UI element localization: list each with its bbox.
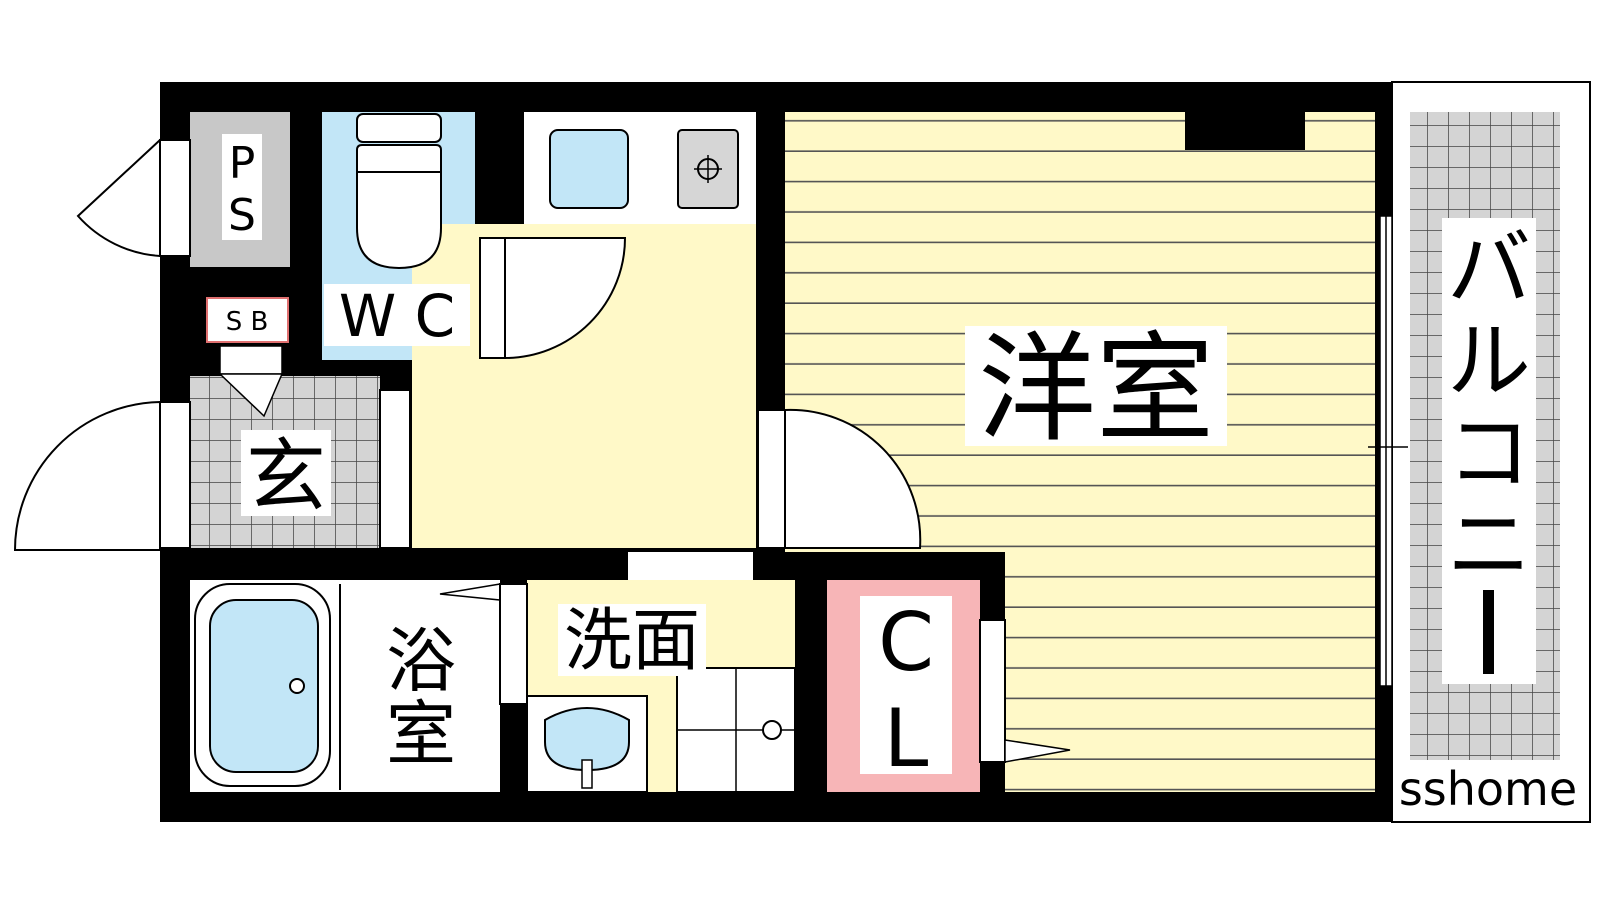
- washroom-label-bg: [558, 604, 706, 676]
- drain-icon: [289, 678, 305, 694]
- ps-door-frame: [159, 139, 191, 257]
- sb-label: S B: [226, 307, 269, 337]
- entrance-door-frame: [159, 401, 191, 549]
- balcony-char-4: ニ: [1447, 496, 1531, 594]
- entrance-step: [379, 389, 411, 549]
- entrance-label: 玄: [246, 430, 326, 523]
- toilet-bowl: [356, 144, 442, 270]
- western-room-door-frame: [757, 409, 786, 549]
- bath-label-line2: 室: [386, 693, 456, 775]
- wash-basin: [544, 707, 630, 772]
- western-room-door[interactable]: [784, 408, 922, 549]
- sb-arrow: [218, 373, 284, 418]
- entrance-label-bg: [241, 430, 331, 516]
- sb-arrow-box: [219, 345, 283, 375]
- entrance-door[interactable]: [13, 400, 161, 551]
- western-room-floor-lower: [1005, 552, 1375, 792]
- western-room-label: 洋室: [978, 320, 1214, 458]
- wc-door[interactable]: [504, 237, 627, 360]
- laundry-drain-icon: [762, 720, 782, 740]
- western-room-label-bg: [965, 326, 1227, 446]
- balcony-char-1: バ: [1447, 220, 1531, 318]
- ps-door[interactable]: [76, 137, 161, 258]
- ps-label-line2: S: [228, 190, 256, 241]
- closet-label-line1: C: [878, 596, 934, 689]
- wc-label-bg: [324, 284, 470, 346]
- balcony-char-3: コ: [1447, 404, 1531, 502]
- washroom-opening: [628, 552, 753, 580]
- sb-box: [206, 297, 289, 343]
- bath-door-frame: [499, 583, 528, 705]
- ps-label-bg: [222, 134, 262, 240]
- closet-door[interactable]: [1004, 739, 1071, 763]
- wc-label: W C: [339, 282, 455, 350]
- watermark: sshome: [1399, 762, 1577, 816]
- bathtub-inner: [209, 599, 319, 773]
- closet-door-frame: [979, 619, 1006, 763]
- wc-door-frame: [479, 237, 506, 359]
- column-block: [1185, 112, 1305, 150]
- closet-label-line2: L: [884, 692, 929, 785]
- washroom-label: 洗面: [564, 602, 700, 681]
- bath-label-line1: 浴: [386, 620, 456, 702]
- watermark-bg: [1402, 760, 1574, 816]
- closet-label-bg: [860, 596, 952, 774]
- ps-label-line1: P: [229, 138, 256, 189]
- balcony-char-2: ル: [1447, 312, 1531, 410]
- balcony-char-5-bar: [1483, 590, 1494, 674]
- bath-label-bg: [380, 620, 462, 766]
- toilet-tank: [356, 113, 442, 143]
- faucet-icon: [581, 759, 593, 789]
- kitchen-sink: [549, 129, 629, 209]
